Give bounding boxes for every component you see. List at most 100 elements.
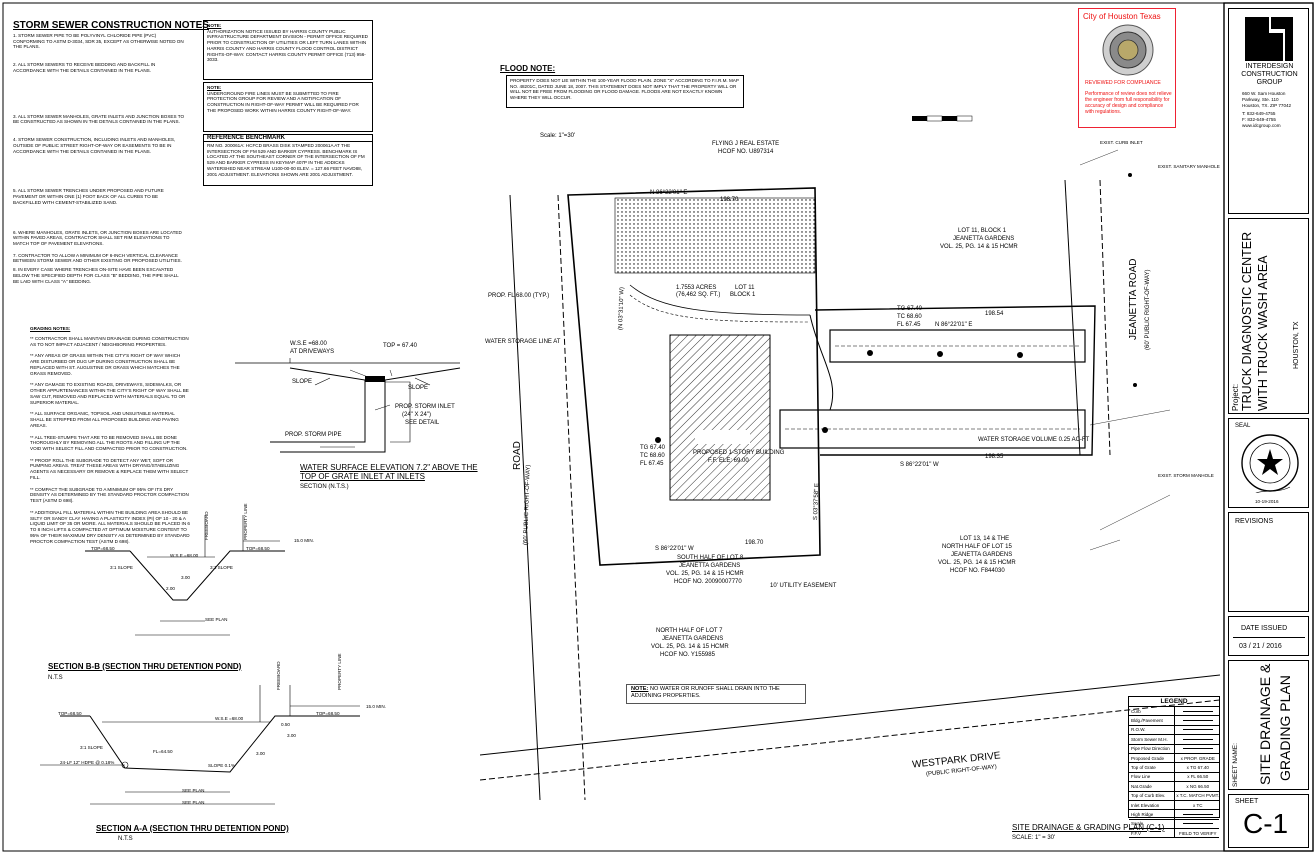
plan-scale: SCALE: 1" = 30' bbox=[1012, 835, 1056, 841]
inlet-slope-right: SLOPE bbox=[408, 385, 429, 391]
inlet-see-detail: SEE DETAIL bbox=[405, 420, 440, 426]
legend-item: Storm Sewer M.H. bbox=[1129, 735, 1220, 745]
legend-item-symbol bbox=[1173, 716, 1220, 725]
jeanetta-row: (60' PUBLIC RIGHT-OF-WAY) bbox=[1145, 269, 1151, 350]
spot-elev-1: TG 67.40 bbox=[640, 445, 666, 451]
legend-item-symbol: x TG 67.40 bbox=[1173, 763, 1220, 772]
detention-note: WATER STORAGE VOLUME 0.25 AC-FT bbox=[978, 437, 1090, 443]
section-a-wse: W.S.E =68.00 bbox=[215, 716, 244, 721]
legend-item-symbol: FIELD TO VERIFY bbox=[1173, 829, 1220, 838]
lot8-line1: SOUTH HALF OF LOT 8 bbox=[677, 555, 744, 561]
lot13-line2: NORTH HALF OF LOT 15 bbox=[942, 544, 1012, 550]
section-a-see-plan: SEE PLAN bbox=[182, 788, 205, 793]
legend-item-label: Pipe Flow Direction bbox=[1131, 746, 1170, 752]
no-water-note: NO WATER OR RUNOFF SHALL DRAIN INTO THE … bbox=[631, 686, 780, 700]
legend-line-symbol bbox=[1182, 823, 1213, 825]
fire-line-note-box: NOTE: UNDERGROUND FIRE LINES MUST BE SUB… bbox=[203, 82, 373, 132]
stamp-disclaimer: Performance of review does not relieve t… bbox=[1085, 91, 1172, 115]
flying-j-hcof: HCOF NO. U897314 bbox=[718, 149, 774, 155]
legend-item: Swale bbox=[1129, 819, 1220, 830]
lot8-line4: HCOF NO. 20090007770 bbox=[674, 579, 742, 585]
inlet-at-driveways: AT DRIVEWAYS bbox=[290, 349, 335, 355]
legend-item-symbol: x TC bbox=[1173, 800, 1220, 810]
lot-area: 1.7553 ACRES bbox=[676, 285, 717, 291]
section-b-top-right: TOP=68.50 bbox=[246, 546, 270, 551]
inlet-pipe: PROP. STORM PIPE bbox=[285, 432, 342, 438]
section-b-wse: W.S.E.=68.00 bbox=[170, 553, 199, 558]
storm-note: 4. STORM SEWER CONSTRUCTION, INCLUDING I… bbox=[13, 137, 176, 154]
lot-sqft: (76,462 SQ. FT.) bbox=[676, 292, 721, 298]
plan-title: SITE DRAINAGE & GRADING PLAN (C-1) bbox=[1012, 823, 1165, 832]
company-name-2: CONSTRUCTION bbox=[1241, 71, 1298, 78]
legend-item-label: R.O.W. bbox=[1131, 727, 1146, 733]
legend-title: LEGEND bbox=[1129, 697, 1219, 707]
company-address-3: Houston, TX. ZIP 77042 bbox=[1242, 103, 1292, 108]
section-a-scale: N.T.S bbox=[118, 836, 133, 842]
company-fax: F: 832-649-4755 bbox=[1242, 117, 1276, 122]
bearing-right-1: N 86°22'01" E bbox=[935, 322, 973, 328]
no-water-note-box: NOTE: NO WATER OR RUNOFF SHALL DRAIN INT… bbox=[626, 684, 806, 704]
grading-note: ** PROOF ROLL THE SUBGRADE TO DETECT ANY… bbox=[30, 457, 189, 480]
building-ff: F.F. ELE: 69.00 bbox=[708, 458, 749, 464]
benchmark-body: RM NO. 200061A: HCFCD BRASS DISK STAMPED… bbox=[207, 143, 365, 177]
sheet-number: C-1 bbox=[1243, 808, 1289, 839]
legend-item-symbol bbox=[1173, 819, 1220, 829]
lot7-line3: VOL. 25, PG. 14 & 15 HCMR bbox=[651, 644, 729, 650]
legend-item: Top of Grate x TG 67.40 bbox=[1129, 763, 1220, 773]
legend-item-label: High Ridge bbox=[1131, 811, 1154, 817]
grading-notes-list: ** CONTRACTOR SHALL MAINTAIN DRAINAGE DU… bbox=[30, 336, 190, 547]
block-number: BLOCK 1 bbox=[730, 292, 756, 298]
legend-item: Bldg./Pavement bbox=[1129, 716, 1220, 726]
authorization-note-box: NOTE: AUTHORIZATION NOTICE ISSUED BY HAR… bbox=[203, 20, 373, 80]
company-address-2: Parkway, Ste. 110 bbox=[1242, 97, 1279, 102]
seal-block: SEAL 10-19-2016 bbox=[1228, 418, 1309, 508]
grading-note: ** ALL TREE-STUMPS THAT ARE TO BE REMOVE… bbox=[30, 434, 188, 452]
grading-note: ** ADDITIONAL FILL MATERIAL WITHIN THE B… bbox=[30, 509, 190, 544]
lot-number: LOT 11 bbox=[735, 285, 755, 291]
legend-item: Top of Curb Elev.x T.C. MATCH PVMT. bbox=[1129, 791, 1219, 801]
engineer-seal-icon bbox=[1241, 434, 1299, 493]
inlet-detail-title-1: WATER SURFACE ELEVATION 7.2" ABOVE THE bbox=[300, 463, 478, 472]
section-a-d3: 3.00 bbox=[287, 733, 296, 738]
company-name-1: INTERDESIGN bbox=[1245, 63, 1294, 70]
legend-item-symbol bbox=[1173, 744, 1220, 753]
inlet-top: TOP = 67.40 bbox=[383, 343, 417, 349]
lot11-line2: JEANETTA GARDENS bbox=[953, 236, 1015, 242]
section-a-top-right: TOP=68.50 bbox=[316, 711, 340, 716]
inlet-detail-scale: SECTION (N.T.S.) bbox=[300, 484, 349, 490]
road-left-label: ROAD bbox=[512, 441, 523, 470]
bearing-bottom: S 86°22'01" W bbox=[655, 546, 694, 552]
section-b-slope-right: 3:1 SLOPE bbox=[210, 565, 233, 570]
legend-line-symbol bbox=[1182, 729, 1213, 731]
project-block: Project: TRUCK DIAGNOSTIC CENTER WITH TR… bbox=[1228, 218, 1309, 414]
revisions-block: REVISIONS bbox=[1228, 512, 1309, 612]
project-city: HOUSTON, TX bbox=[1293, 321, 1300, 369]
dim-bottom: 198.70 bbox=[745, 540, 764, 546]
spot-elev-6: FL 67.45 bbox=[897, 322, 921, 328]
legend-item-label: Top of Grate bbox=[1131, 765, 1156, 771]
lot13-line3: JEANETTA GARDENS bbox=[951, 552, 1013, 558]
note-body: UNDERGROUND FIRE LINES MUST BE SUBMITTED… bbox=[207, 90, 359, 113]
legend-item-symbol: x PROP. GRADE bbox=[1173, 753, 1220, 763]
legend-line-symbol bbox=[1182, 813, 1213, 815]
grading-note: ** ANY DAMAGE TO EXISTING ROADS, DRIVEWA… bbox=[30, 382, 189, 405]
spot-elev-4: TG 67.40 bbox=[897, 306, 923, 312]
note-heading: NOTE: bbox=[207, 85, 222, 90]
section-a-d1: 0.50 bbox=[281, 722, 290, 727]
legend-item-label: Storm Sewer M.H. bbox=[1131, 736, 1168, 742]
dim-top: 198.70 bbox=[720, 197, 739, 203]
company-block: INTERDESIGN CONSTRUCTION GROUP 660 W. Sa… bbox=[1228, 8, 1309, 214]
grading-note: ** CONTRACTOR SHALL MAINTAIN DRAINAGE DU… bbox=[30, 336, 189, 347]
storm-note: 1. STORM SEWER PIPE TO BE POLYVINYL CHLO… bbox=[13, 33, 184, 50]
section-b-scale: N.T.S bbox=[48, 675, 63, 681]
storm-notes-title: STORM SEWER CONSTRUCTION NOTES bbox=[13, 20, 209, 31]
dim-right-1: 198.54 bbox=[985, 311, 1004, 317]
storm-note: 8. IN EVERY CASE WHERE TRENCHES ON-SITE … bbox=[13, 267, 179, 284]
note-body: AUTHORIZATION NOTICE ISSUED BY HARRIS CO… bbox=[207, 28, 368, 63]
legend-item-label: Curb bbox=[1131, 708, 1141, 714]
prop-fl-note: PROP. FL 68.00 (TYP.) bbox=[488, 293, 550, 299]
section-b-freeboard: FREEBOARD bbox=[204, 511, 209, 540]
lot8-line2: JEANETTA GARDENS bbox=[679, 563, 741, 569]
legend-item-symbol bbox=[1173, 735, 1220, 744]
